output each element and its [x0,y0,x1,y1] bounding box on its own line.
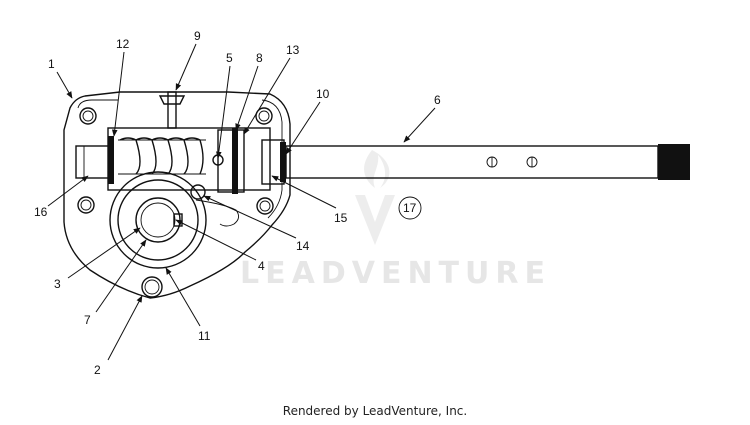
callout-12: 12 [116,37,130,51]
leadventure-logo-watermark [355,150,395,245]
wheel-gear [109,171,239,269]
callout-7: 7 [84,313,91,327]
callout-16: 16 [34,205,48,219]
shaft-spline [658,144,690,180]
footer-credit: Rendered by LeadVenture, Inc. [282,404,468,418]
callout-13: 13 [286,43,300,57]
watermark-text: LEADVENTURE [240,256,551,291]
callout-14: 14 [296,239,310,253]
callout-10: 10 [316,87,330,101]
output-shaft [285,144,690,180]
gearbox-housing [63,91,291,299]
callout-1: 1 [48,57,55,71]
breather-plug [158,91,186,129]
callout-3: 3 [54,277,61,291]
callout-labels: 1 2 3 4 5 6 7 8 9 10 11 12 13 14 15 16 1… [34,29,441,377]
callout-8: 8 [256,51,263,65]
worm-housing-block [75,127,286,194]
callout-9: 9 [194,29,201,43]
leader-lines [47,43,436,361]
callout-17: 17 [403,201,417,215]
callout-4: 4 [258,259,265,273]
callout-17-circle: 17 [398,196,422,220]
callout-11: 11 [198,329,211,343]
callout-2: 2 [94,363,101,377]
callout-5: 5 [226,51,233,65]
callout-15: 15 [334,211,348,225]
callout-6: 6 [434,93,441,107]
